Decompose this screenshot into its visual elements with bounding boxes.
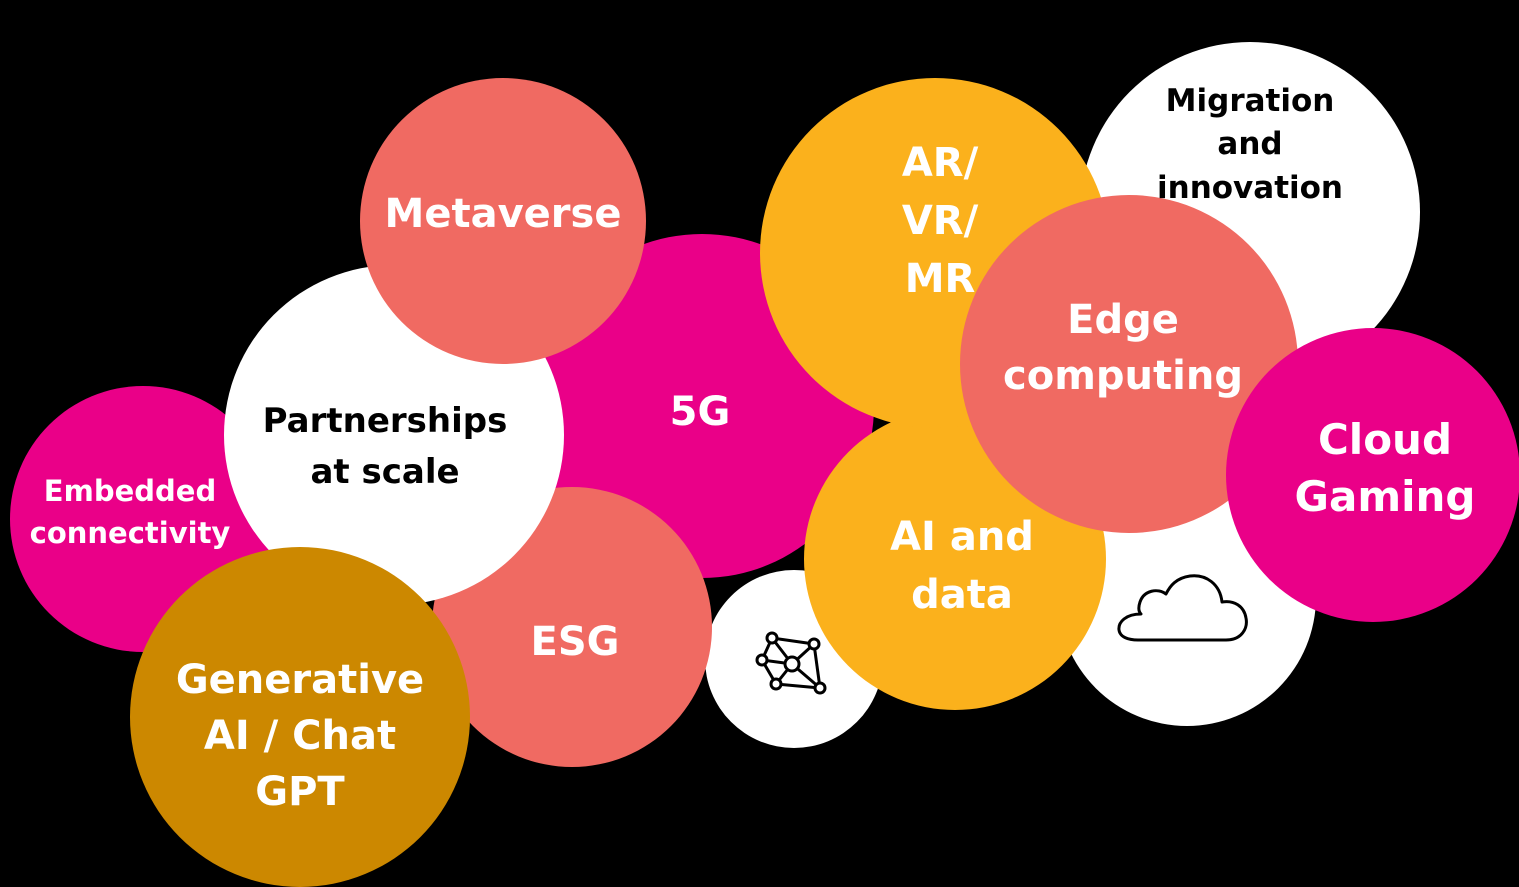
label-five-g: 5G (669, 389, 731, 435)
label-migration: Migration and innovation (1157, 83, 1343, 206)
label-embedded-connectivity: Embedded connectivity (29, 474, 231, 551)
label-ar-vr-mr: AR/ VR/ MR (901, 140, 979, 302)
label-generative-ai: Generative AI / Chat GPT (175, 657, 425, 815)
cloud-icon (1117, 574, 1248, 642)
label-esg: ESG (530, 619, 620, 665)
bubble-cloud-gaming (1226, 328, 1519, 622)
label-cloud-gaming: Cloud Gaming (1294, 415, 1476, 521)
network-graph-icon (755, 631, 827, 695)
label-edge-computing: Edge computing (1003, 297, 1243, 399)
label-ai-and-data: AI and data (890, 514, 1034, 618)
bubble-generative-ai (130, 547, 470, 887)
label-partnerships: Partnerships at scale (262, 401, 508, 492)
bubble-metaverse (360, 78, 646, 364)
label-metaverse: Metaverse (384, 191, 622, 237)
